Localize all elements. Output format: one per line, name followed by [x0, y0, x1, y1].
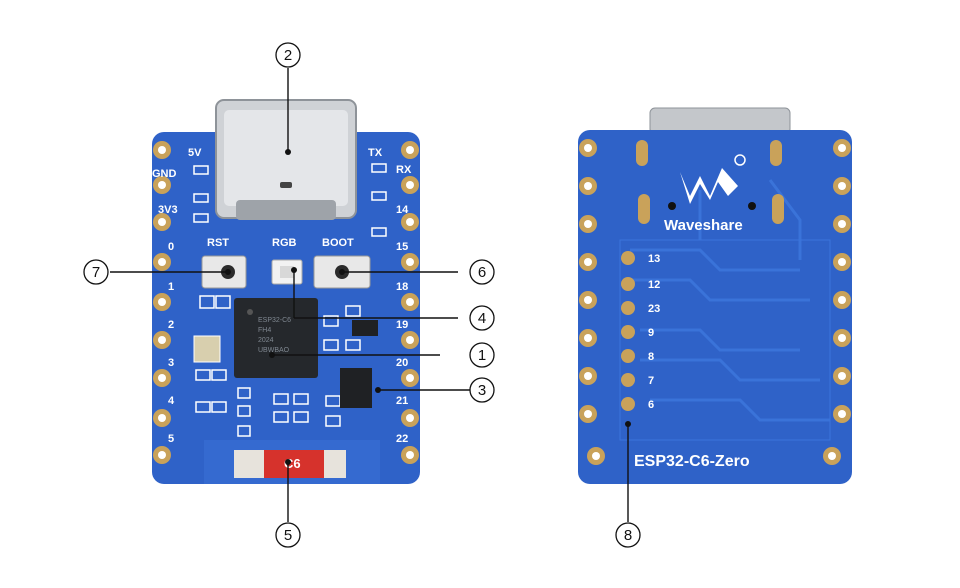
usb-shield-pad — [770, 140, 782, 166]
back-right-pads — [823, 139, 851, 465]
via-hole — [668, 202, 676, 210]
waveshare-logo: Waveshare — [664, 154, 746, 234]
callout-badge-7: 7 — [83, 259, 109, 285]
pad-label: 13 — [648, 253, 660, 265]
callout-number: 6 — [478, 264, 486, 281]
callout-number: 2 — [284, 47, 292, 64]
pad-label: 23 — [648, 303, 660, 315]
pad-label: 12 — [648, 279, 660, 291]
callout-number: 5 — [284, 527, 292, 544]
usb-shield-pad — [636, 140, 648, 166]
pin-label: 21 — [396, 395, 408, 407]
callout-number: 3 — [478, 382, 486, 399]
back-pcb — [578, 130, 852, 484]
callout-badge-1: 1 — [469, 342, 495, 368]
usb-c-connector — [215, 99, 357, 220]
pin-label: 22 — [396, 433, 408, 445]
regulator-small — [352, 320, 378, 336]
chip-marking: ESP32-C6 — [258, 317, 291, 324]
back-left-pads — [579, 139, 605, 465]
back-board: Waveshare 13 12 23 9 8 7 6 ESP32-C6-Zero — [578, 107, 852, 484]
pin-label: 3 — [168, 357, 174, 369]
callout-badge-2: 2 — [275, 42, 301, 68]
pin-label: 15 — [396, 241, 408, 253]
pin-label: 14 — [396, 204, 409, 216]
pin-label: 19 — [396, 319, 408, 331]
pin-label: 20 — [396, 357, 408, 369]
front-left-pin-labels: 5V GND 3V3 0 1 2 3 4 5 — [152, 147, 202, 445]
back-test-pads — [621, 251, 635, 411]
model-label: ESP32-C6-Zero — [634, 453, 750, 470]
via-hole — [748, 202, 756, 210]
pin-label: 2 — [168, 319, 174, 331]
callout-number: 1 — [478, 347, 486, 364]
esp32-c6-chip: ESP32-C6 FH4 2024 UBWBAO — [234, 298, 318, 378]
pin-label: GND — [152, 168, 177, 180]
callout-badge-8: 8 — [615, 522, 641, 548]
crystal — [193, 335, 221, 363]
pin-label: 18 — [396, 281, 408, 293]
front-left-pads — [153, 141, 171, 464]
back-outline — [619, 239, 831, 441]
pin-label: 0 — [168, 241, 174, 253]
pad-label: 6 — [648, 399, 654, 411]
callout-number: 8 — [624, 527, 632, 544]
chip-marking: 2024 — [258, 337, 274, 344]
pin-label: RX — [396, 164, 412, 176]
pin-label: 1 — [168, 281, 174, 293]
pad-label: 7 — [648, 375, 654, 387]
pin-label: 5V — [188, 147, 202, 159]
pad-label: 9 — [648, 327, 654, 339]
callout-number: 7 — [92, 264, 100, 281]
rst-label: RST — [207, 237, 229, 249]
callout-badge-5: 5 — [275, 522, 301, 548]
usb-shield-pad — [638, 194, 650, 224]
boot-label: BOOT — [322, 237, 354, 249]
callout-dots — [225, 149, 631, 465]
front-right-pads — [401, 141, 419, 464]
callout-badge-6: 6 — [469, 259, 495, 285]
front-right-pin-labels: TX RX 14 15 18 19 20 21 22 — [368, 147, 412, 445]
pin-label: TX — [368, 147, 383, 159]
pin-label: 5 — [168, 433, 174, 445]
rgb-led — [271, 259, 303, 285]
callout-lines — [110, 68, 629, 522]
pad-label: 8 — [648, 351, 654, 363]
rgb-label: RGB — [272, 237, 297, 249]
callout-badge-4: 4 — [469, 305, 495, 331]
front-small-components — [193, 163, 387, 437]
pin-label: 4 — [168, 395, 175, 407]
callout-number: 4 — [478, 310, 486, 327]
front-board: 5V GND 3V3 0 1 2 3 4 5 TX RX 14 15 18 19… — [152, 99, 420, 484]
chip-marking: FH4 — [258, 327, 271, 334]
chip-marking: UBWBAO — [258, 347, 290, 354]
usb-shield-pad — [772, 194, 784, 224]
pin-label: 3V3 — [158, 204, 178, 216]
brand-label: Waveshare — [664, 217, 743, 234]
back-pad-labels: 13 12 23 9 8 7 6 — [648, 253, 660, 411]
back-traces — [630, 179, 830, 422]
regulator — [340, 368, 372, 408]
callout-badge-3: 3 — [469, 377, 495, 403]
